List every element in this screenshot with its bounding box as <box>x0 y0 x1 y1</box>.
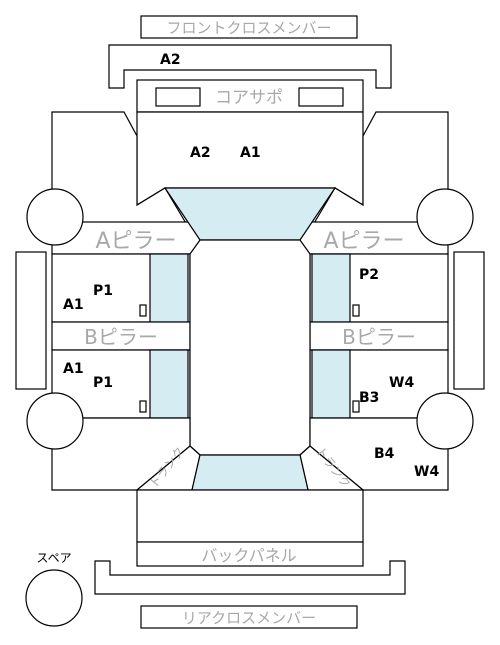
right-b-pillar-label: Bピラー <box>342 325 416 349</box>
front-cross-member-box[interactable] <box>140 15 358 39</box>
left-front-window[interactable] <box>149 253 189 323</box>
left-rear-wheel[interactable] <box>26 392 84 450</box>
code-lr-door-a1: A1 <box>63 361 84 377</box>
rear-window[interactable] <box>191 454 309 491</box>
roof[interactable] <box>189 239 311 456</box>
code-rr-door-w4: W4 <box>389 375 414 391</box>
core-support-label: コアサポ <box>215 88 283 108</box>
left-a-pillar-label: Aピラー <box>95 229 176 254</box>
front-cross-member-label: フロントクロスメンバー <box>166 19 331 37</box>
code-rr-door-b3: B3 <box>359 390 379 406</box>
left-front-wheel[interactable] <box>26 188 84 246</box>
right-front-window[interactable] <box>311 253 351 323</box>
left-headlight[interactable] <box>155 87 201 107</box>
code-rr-quarter-w4: W4 <box>414 464 439 480</box>
back-panel[interactable] <box>136 541 364 567</box>
right-rear-wheel[interactable] <box>416 392 474 450</box>
left-b-pillar-label: Bピラー <box>84 325 158 349</box>
spare-label: スペア <box>36 551 71 565</box>
right-headlight[interactable] <box>298 87 344 107</box>
right-side-step[interactable] <box>453 251 485 390</box>
code-rf-door-p2: P2 <box>359 267 379 283</box>
left-side-step[interactable] <box>15 251 47 390</box>
code-hood-a2: A2 <box>190 145 211 161</box>
right-rear-window[interactable] <box>311 349 351 419</box>
rear-cross-member-box[interactable] <box>140 605 358 629</box>
code-front-member: A2 <box>160 52 181 68</box>
left-rear-handle[interactable] <box>139 400 147 413</box>
rear-member[interactable] <box>94 560 406 595</box>
left-rear-window[interactable] <box>149 349 189 419</box>
right-rear-handle[interactable] <box>352 400 360 413</box>
back-panel-label: バックパネル <box>201 546 296 565</box>
code-lf-door-a1: A1 <box>63 297 84 313</box>
code-lf-door-p1: P1 <box>93 283 113 299</box>
trunk-lid[interactable] <box>136 489 364 543</box>
rear-cross-member-label: リアクロスメンバー <box>182 609 316 627</box>
spare-tire[interactable] <box>25 569 83 627</box>
code-lr-door-p1: P1 <box>93 375 113 391</box>
code-hood-a1: A1 <box>240 145 261 161</box>
code-rr-quarter-b4: B4 <box>374 446 395 462</box>
right-a-pillar-label: Aピラー <box>323 229 404 254</box>
front-member[interactable] <box>108 44 392 89</box>
left-front-handle[interactable] <box>139 304 147 317</box>
right-front-wheel[interactable] <box>416 188 474 246</box>
right-front-handle[interactable] <box>352 304 360 317</box>
